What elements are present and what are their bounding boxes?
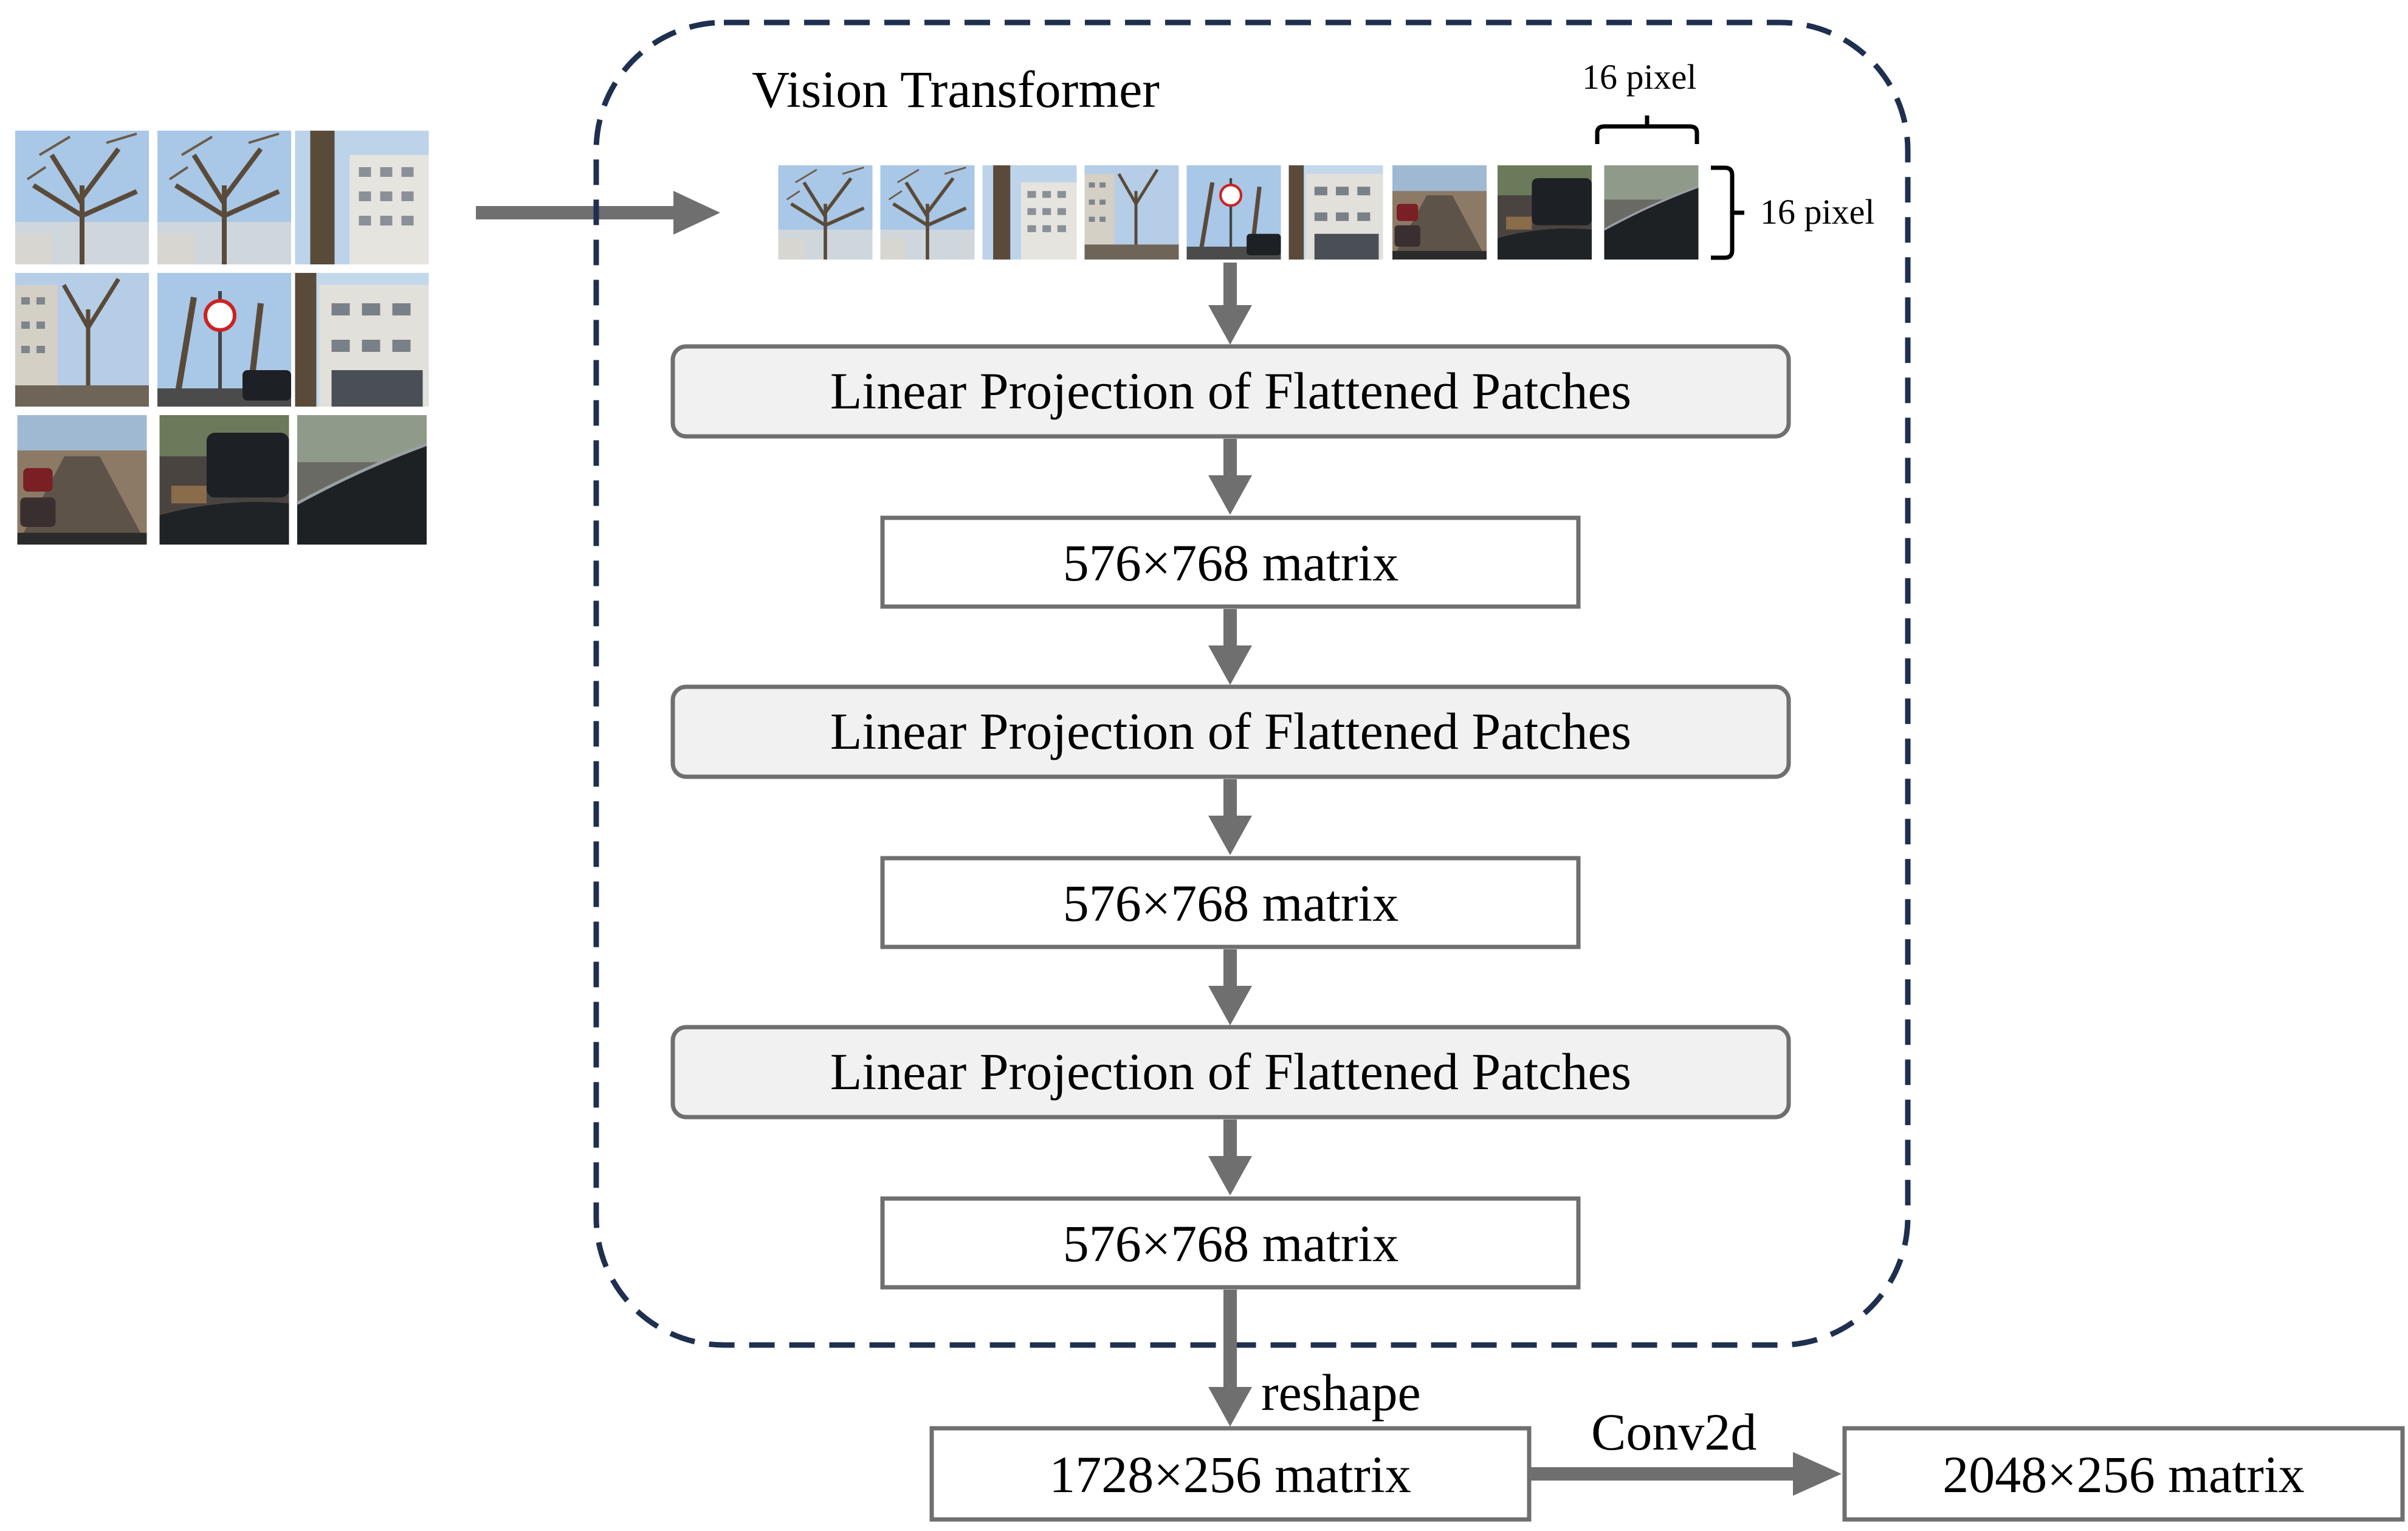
input-patch <box>157 131 291 264</box>
conv-arrow <box>1530 1452 1842 1496</box>
matrix-box <box>880 856 1581 949</box>
matrix-box <box>880 1196 1581 1290</box>
reshape-arrow <box>1208 1290 1252 1426</box>
arrow-down <box>1208 949 1252 1025</box>
sequence-patch <box>881 165 975 260</box>
input-patch <box>15 131 149 264</box>
sequence-patch <box>982 165 1077 260</box>
input-arrow <box>476 191 720 235</box>
arrow-down <box>1208 779 1252 855</box>
matrix-label: 576×768 matrix <box>1063 1214 1399 1273</box>
input-patch <box>15 273 149 407</box>
sequence-patch <box>1498 165 1592 260</box>
vit-container <box>593 19 1911 1348</box>
input-patch <box>157 273 291 407</box>
reshape-label: reshape <box>1261 1363 1421 1422</box>
sequence-patch <box>1392 165 1487 260</box>
arrow-down <box>1208 263 1252 345</box>
conv-label: Conv2d <box>1591 1403 1756 1461</box>
linear-projection-box <box>670 344 1791 439</box>
matrix-label: 576×768 matrix <box>1063 534 1399 592</box>
flow-arrows <box>1208 263 1252 1426</box>
reshaped-matrix-box <box>929 1426 1532 1522</box>
sequence-patch <box>1187 165 1281 260</box>
input-patch <box>17 415 147 545</box>
linear-projection-label: Linear Projection of Flattened Patches <box>830 702 1631 760</box>
sequence-patch <box>1603 165 1700 260</box>
matrix-box <box>880 515 1581 609</box>
input-patch <box>159 415 289 545</box>
patch-height-brace <box>1711 165 1744 260</box>
reshaped-matrix-label: 1728×256 matrix <box>1049 1445 1411 1504</box>
input-patch <box>297 415 427 545</box>
input-image-grid <box>15 131 429 545</box>
matrix-label: 576×768 matrix <box>1063 874 1399 932</box>
input-patch <box>295 131 429 264</box>
patch-width-brace <box>1595 115 1699 144</box>
arrow-down <box>1208 439 1252 515</box>
output-matrix-label: 2048×256 matrix <box>1942 1445 2305 1504</box>
patch-width-label: 16 pixel <box>1582 57 1696 97</box>
linear-projection-box <box>670 1025 1791 1120</box>
arrow-down <box>1208 1120 1252 1196</box>
output-matrix-box <box>1842 1426 2405 1522</box>
patch-height-label: 16 pixel <box>1760 192 1874 232</box>
input-patch <box>295 273 429 407</box>
linear-projection-label: Linear Projection of Flattened Patches <box>830 362 1631 420</box>
sequence-patch <box>779 165 873 260</box>
patch-sequence <box>779 165 1700 260</box>
arrow-down <box>1208 609 1252 685</box>
sequence-patch <box>1288 165 1383 260</box>
sequence-patch <box>1085 165 1179 260</box>
linear-projection-box <box>670 684 1791 779</box>
linear-projection-label: Linear Projection of Flattened Patches <box>830 1042 1631 1101</box>
vit-title: Vision Transformer <box>752 60 1160 119</box>
